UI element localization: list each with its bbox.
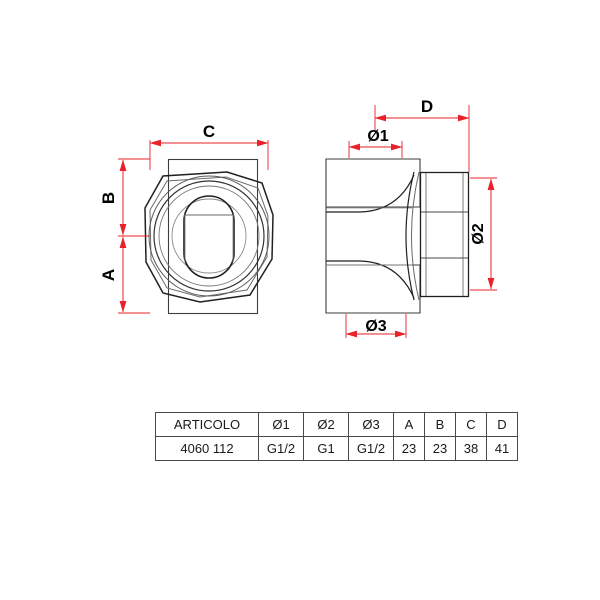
dimension-c-label: C xyxy=(203,122,215,141)
table-header-d3: Ø3 xyxy=(348,412,394,437)
side-view-lower-taper xyxy=(326,260,415,299)
dimension-d1 xyxy=(348,141,403,158)
table-header-d: D xyxy=(486,412,518,437)
table-header-d2: Ø2 xyxy=(303,412,349,437)
front-view-outer-octagon xyxy=(144,171,274,303)
table-cell-d1: G1/2 xyxy=(258,436,304,461)
dimension-b-label: B xyxy=(99,192,118,204)
dimension-c xyxy=(149,139,269,170)
table-cell-d3: G1/2 xyxy=(348,436,394,461)
front-view-oval-bore xyxy=(183,195,235,279)
spec-table-wrapper: ARTICOLO Ø1 Ø2 Ø3 A B C D 4060 112 G1/2 … xyxy=(155,412,518,461)
side-view-lower-flange xyxy=(325,264,421,314)
dimension-a xyxy=(118,236,150,314)
dimension-d2-label: Ø2 xyxy=(470,223,487,244)
table-cell-articolo: 4060 112 xyxy=(155,436,259,461)
front-view-ring-inner xyxy=(158,185,260,287)
table-cell-d2: G1 xyxy=(303,436,349,461)
side-view-body-shoulder-outer xyxy=(405,171,415,301)
table-cell-c: 38 xyxy=(455,436,487,461)
side-view-upper-flange xyxy=(325,158,421,208)
front-view-geometry xyxy=(144,158,274,315)
dimension-d xyxy=(374,105,470,172)
dimension-d2 xyxy=(470,177,497,291)
table-header-row: ARTICOLO Ø1 Ø2 Ø3 A B C D xyxy=(155,412,518,437)
front-view-inner-octagon xyxy=(149,176,269,298)
front-view-ring-mid xyxy=(153,180,265,292)
front-view-ring-bore xyxy=(171,198,247,274)
side-view-body-shoulder-inner xyxy=(411,171,420,301)
dimension-d1-label: Ø1 xyxy=(367,128,388,145)
dimension-d3-label: Ø3 xyxy=(365,318,386,335)
table-header-d1: Ø1 xyxy=(258,412,304,437)
table-cell-b: 23 xyxy=(424,436,456,461)
table-header-b: B xyxy=(424,412,456,437)
side-view-upper-taper xyxy=(326,174,415,213)
dimension-b xyxy=(118,158,150,237)
spec-table: ARTICOLO Ø1 Ø2 Ø3 A B C D 4060 112 G1/2 … xyxy=(155,412,518,461)
front-view-body-rectangle xyxy=(167,158,259,315)
table-header-c: C xyxy=(455,412,487,437)
table-header-a: A xyxy=(393,412,425,437)
table-row: 4060 112 G1/2 G1 G1/2 23 23 38 41 xyxy=(155,436,518,461)
table-cell-a: 23 xyxy=(393,436,425,461)
dimension-a-label: A xyxy=(99,269,118,281)
dimension-d3 xyxy=(345,314,407,338)
table-cell-d: 41 xyxy=(486,436,518,461)
table-header-articolo: ARTICOLO xyxy=(155,412,259,437)
side-view-hex-nut xyxy=(419,171,470,298)
dimension-d-label: D xyxy=(421,97,433,116)
side-view-geometry xyxy=(325,158,470,314)
